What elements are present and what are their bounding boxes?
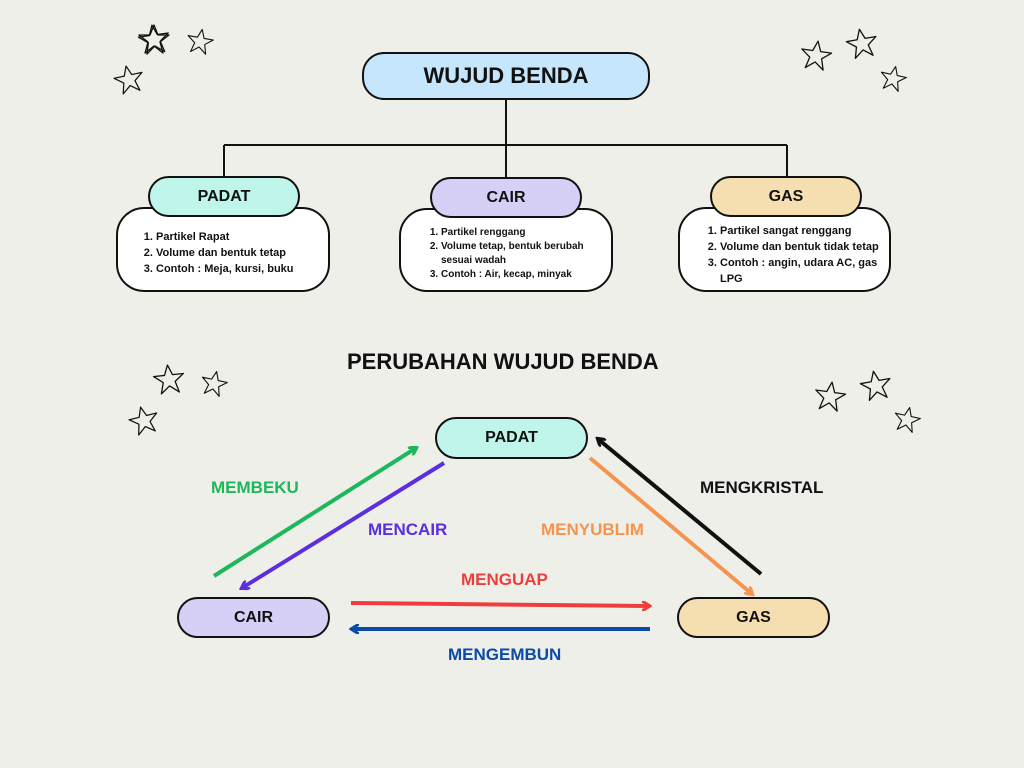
padat-header-label: PADAT — [197, 187, 251, 205]
cair-header-label: CAIR — [486, 188, 526, 206]
star-icon — [184, 26, 216, 56]
mengkristal-arrow — [598, 439, 763, 576]
node-cair: CAIR — [177, 597, 330, 638]
page-title: WUJUD BENDA — [423, 63, 589, 88]
star-icon — [857, 367, 894, 403]
star-icon — [151, 362, 186, 396]
gas-header-label: GAS — [768, 187, 804, 205]
changes-title: PERUBAHAN WUJUD BENDA — [347, 349, 659, 374]
menyublim-arrow — [588, 456, 752, 594]
node-padat-label: PADAT — [485, 429, 538, 446]
padat-properties-list: Partikel Rapat Volume dan bentuk tetap C… — [118, 229, 328, 277]
list-item: Volume dan bentuk tetap — [156, 245, 328, 261]
list-item: Contoh : angin, udara AC, gas LPG — [720, 255, 881, 287]
star-icon — [798, 38, 834, 72]
padat-header: PADAT — [148, 176, 300, 217]
membeku-label: MEMBEKU — [211, 478, 299, 497]
membeku-arrow — [212, 448, 416, 578]
list-item: Contoh : Meja, kursi, buku — [156, 261, 328, 277]
star-icon — [198, 368, 230, 399]
cair-properties-list: Partikel renggang Volume tetap, bentuk b… — [401, 226, 611, 282]
node-gas-label: GAS — [736, 608, 771, 626]
menyublim-label: MENYUBLIM — [541, 520, 644, 539]
star-icon — [126, 403, 162, 438]
star-icon — [891, 404, 923, 435]
mencair-label: MENCAIR — [368, 520, 448, 539]
star-icon — [843, 25, 880, 61]
node-padat: PADAT — [435, 417, 588, 459]
padat-description-box: Partikel Rapat Volume dan bentuk tetap C… — [116, 207, 330, 292]
gas-header: GAS — [710, 176, 862, 217]
list-item: Contoh : Air, kecap, minyak — [441, 268, 597, 282]
title-box: WUJUD BENDA — [362, 52, 650, 100]
gas-properties-list: Partikel sangat renggang Volume dan bent… — [680, 223, 889, 287]
stars-mid-left — [126, 362, 230, 438]
tree-connectors — [223, 99, 788, 177]
mengkristal-label: MENGKRISTAL — [700, 478, 824, 497]
list-item: Partikel renggang — [441, 226, 597, 240]
list-item: Partikel Rapat — [156, 229, 328, 245]
menguap-label: MENGUAP — [461, 570, 548, 589]
node-gas: GAS — [677, 597, 830, 638]
mengembun-label: MENGEMBUN — [448, 645, 562, 664]
menguap-arrow — [350, 603, 649, 606]
stars-top-left — [111, 22, 216, 96]
star-icon — [111, 62, 147, 96]
mencair-arrow — [242, 461, 446, 588]
stars-mid-right — [812, 367, 923, 435]
stars-top-right — [798, 25, 909, 94]
list-item: Volume dan bentuk tidak tetap — [720, 239, 881, 255]
cair-description-box: Partikel renggang Volume tetap, bentuk b… — [399, 208, 613, 292]
cair-header: CAIR — [430, 177, 582, 218]
star-icon — [812, 379, 848, 413]
list-item: Volume tetap, bentuk berubah sesuai wada… — [441, 240, 597, 268]
list-item: Partikel sangat renggang — [720, 223, 881, 239]
node-cair-label: CAIR — [233, 608, 274, 626]
star-icon — [136, 22, 172, 56]
star-icon — [877, 63, 909, 94]
gas-description-box: Partikel sangat renggang Volume dan bent… — [678, 207, 891, 292]
